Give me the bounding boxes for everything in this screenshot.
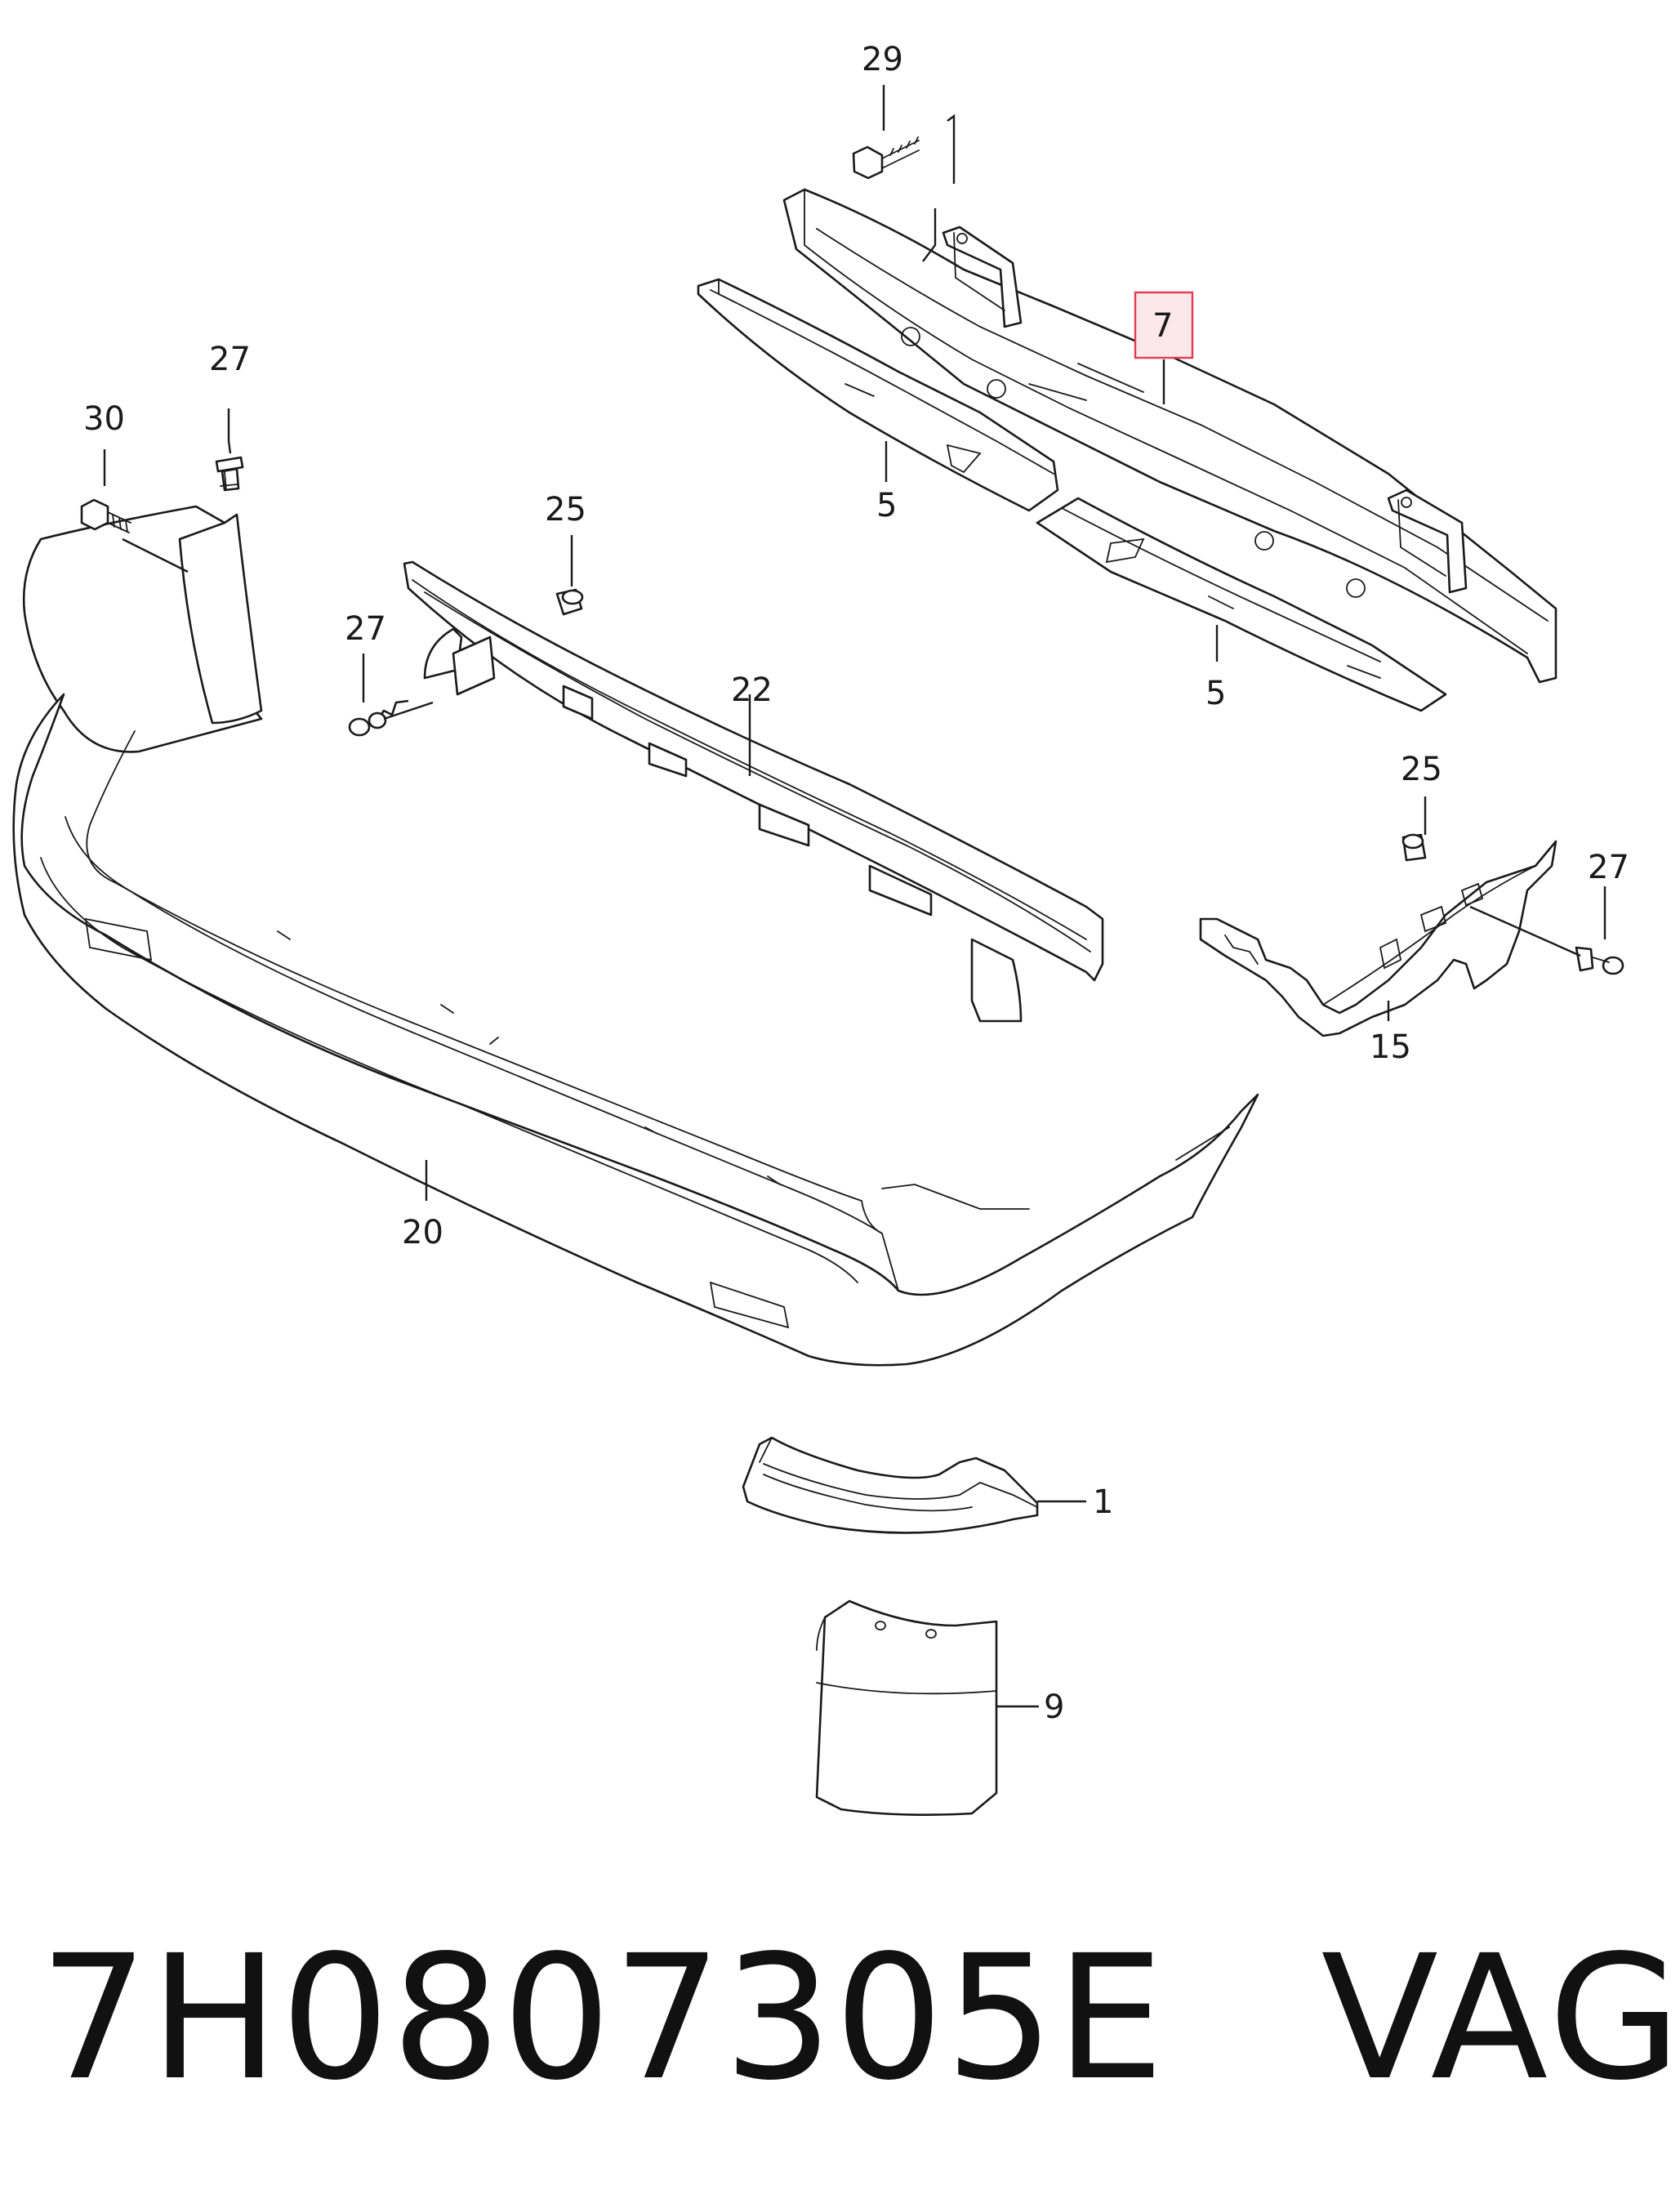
part-number: 7H0807305E [39,1917,1166,2118]
leader-lines [425,85,1390,1201]
callout-7[interactable]: 7 [1152,307,1173,345]
callout-29: 29 [862,41,903,78]
part-25-rivet-nut-right[interactable] [1401,796,1427,862]
highlighted-callout-box [1134,291,1194,359]
callout-15: 15 [1370,1028,1411,1066]
callout-20: 20 [402,1214,443,1251]
part-29-hex-bolt[interactable] [852,114,956,262]
callout-27-center: 27 [345,610,386,648]
part-20-bumper-cover[interactable] [12,505,1259,1367]
callout-30: 30 [83,400,125,438]
callout-1: 1 [1093,1483,1113,1521]
callout-25-center: 25 [545,491,586,529]
part-25-rivet-nut-center[interactable] [555,535,584,616]
part-5-absorber-left[interactable] [697,278,1059,512]
part-22-upper-carrier[interactable] [403,560,1104,1023]
callout-27-top: 27 [209,341,251,378]
part-number-footer: 7H0807305E VAG [39,1911,1680,2124]
part-1-trim-strip[interactable] [742,1436,1086,1534]
part-7-reinforcement-beam[interactable] [782,188,1557,684]
part-27-clip-top[interactable] [215,408,244,492]
part-27-clip-center[interactable] [348,653,434,737]
part-5-absorber-right[interactable] [1036,497,1447,712]
callout-5-left: 5 [876,487,897,524]
part-9-light-cover[interactable] [815,1599,1039,1816]
part-30-hex-bolt[interactable] [80,449,189,573]
brand-name: VAG [1321,1917,1680,2118]
part-27-clip-right[interactable] [1469,886,1624,975]
callout-9: 9 [1044,1688,1064,1726]
callout-27-right: 27 [1588,849,1629,886]
callout-22: 22 [731,671,773,709]
callout-25-right: 25 [1401,751,1442,788]
callout-5-right: 5 [1205,675,1226,712]
part-15-side-bracket[interactable] [1199,840,1557,1037]
